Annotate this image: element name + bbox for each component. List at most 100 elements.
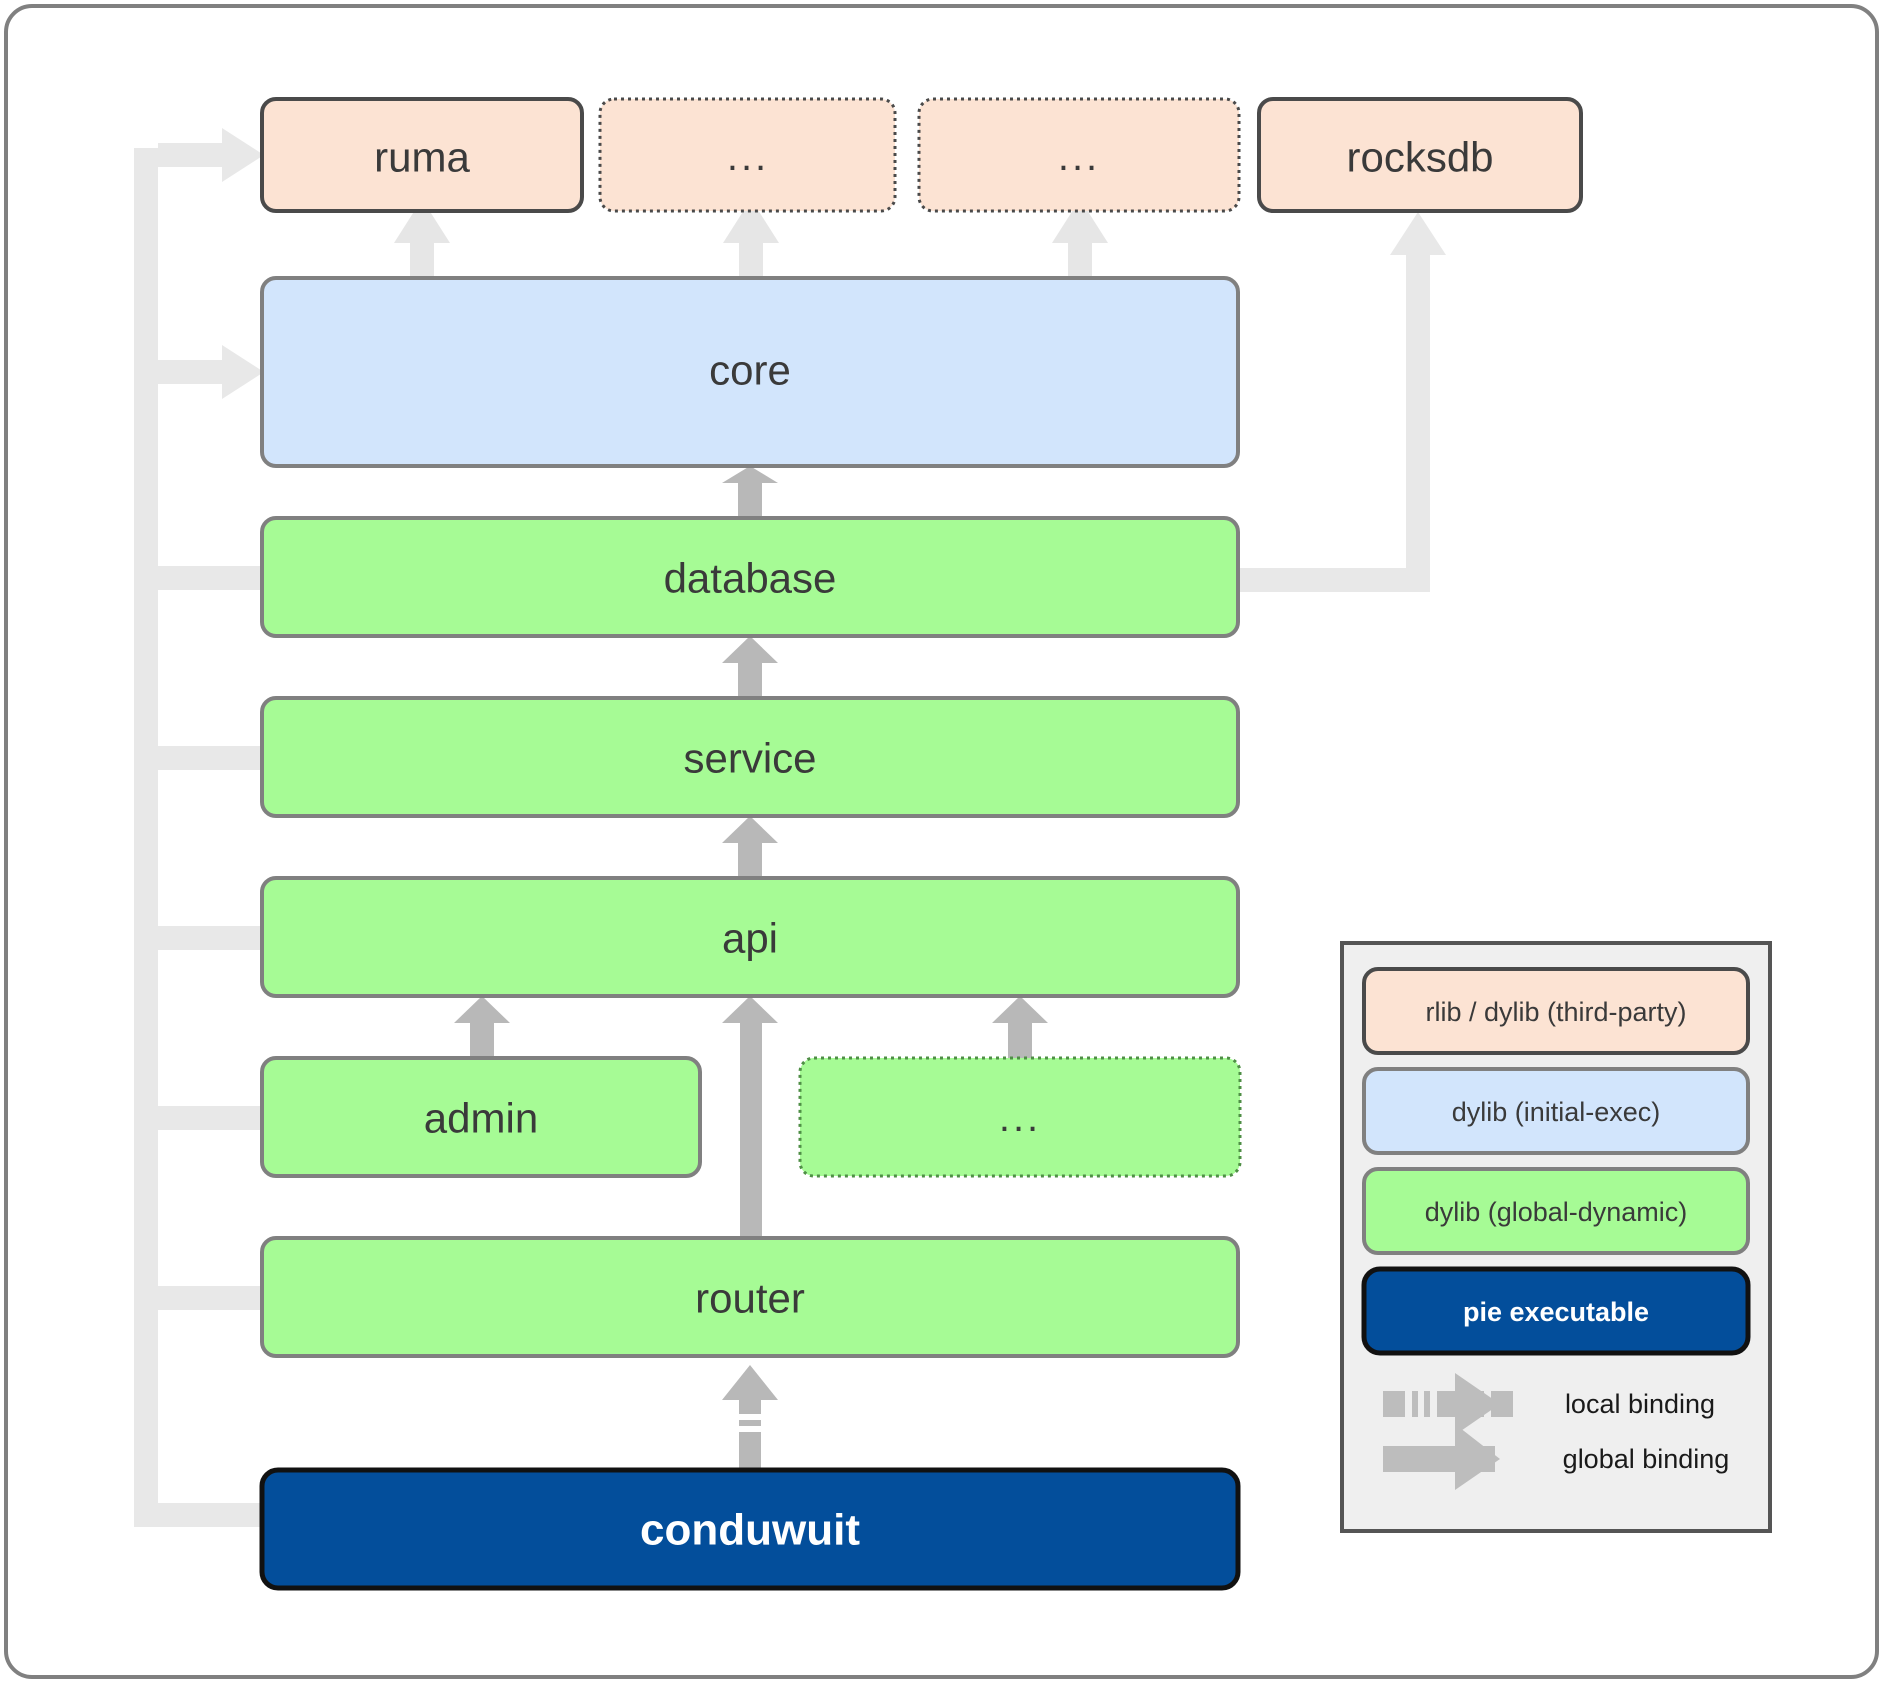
edge-admin-api-arrowhead — [454, 996, 510, 1023]
local-binding-arrow-icon — [1383, 1373, 1513, 1435]
node-router-label: router — [695, 1275, 805, 1322]
local-arrowhead — [1455, 1373, 1500, 1435]
edge-admin-to-api — [454, 996, 510, 1058]
edge-conduwuit-to-router-local — [722, 1365, 778, 1470]
global-arrowhead — [1455, 1424, 1500, 1490]
node-tp2-box[interactable] — [598, 97, 897, 213]
db-rocksdb-vertical — [1406, 255, 1430, 592]
edge-core-to-ruma — [394, 199, 450, 280]
node-core[interactable]: core — [260, 276, 1240, 468]
legend-local-binding-label: local binding — [1565, 1389, 1715, 1419]
node-conduwuit-box[interactable] — [259, 1467, 1241, 1591]
legend-swatch-pie-executable-box — [1361, 1266, 1751, 1356]
node-third-party-placeholder-2[interactable]: ... — [917, 97, 1241, 213]
node-third-party-placeholder-1[interactable]: ... — [598, 97, 897, 213]
branch-service — [158, 746, 270, 770]
edge-svc-db-arrowhead — [722, 636, 778, 663]
node-core-box[interactable] — [260, 276, 1240, 468]
legend-swatch-pie-executable: pie executable — [1361, 1266, 1751, 1356]
edge-extra-to-api — [992, 996, 1048, 1058]
node-global-dynamic-placeholder[interactable]: ... — [798, 1056, 1242, 1178]
node-rocksdb-box[interactable] — [1257, 97, 1583, 213]
node-admin-box[interactable] — [260, 1056, 702, 1178]
edges-vertical-stack — [454, 466, 1048, 1470]
node-ruma-label: ruma — [374, 134, 470, 181]
branch-core-stem — [158, 360, 228, 384]
node-ruma[interactable]: ruma — [260, 97, 584, 213]
node-service[interactable]: service — [260, 696, 1240, 818]
edge-db-core-stem — [738, 480, 762, 518]
edge-database-to-core — [722, 466, 778, 518]
edge-core-tp2-arrowhead — [723, 199, 779, 243]
node-tp3-label: ... — [1058, 135, 1100, 179]
node-admin-label: admin — [424, 1095, 538, 1142]
legend-swatch-pie-executable-label: pie executable — [1463, 1297, 1649, 1327]
edge-router-to-api — [722, 996, 778, 1238]
local-dash-3 — [1424, 1391, 1430, 1417]
node-tp3-box[interactable] — [917, 97, 1241, 213]
edge-router-api-arrowhead — [722, 996, 778, 1023]
legend-swatch-third-party: rlib / dylib (third-party) — [1362, 967, 1750, 1055]
branch-router — [158, 1286, 270, 1310]
global-binding-arrow-icon — [1383, 1424, 1500, 1490]
legend-swatch-global-dynamic-box — [1362, 1167, 1750, 1255]
edge-conduwuit-router-dash-3 — [739, 1432, 761, 1470]
node-database[interactable]: database — [260, 516, 1240, 638]
edge-core-ruma-stem — [410, 240, 434, 280]
node-router-box[interactable] — [260, 1236, 1240, 1358]
node-database-box[interactable] — [260, 516, 1240, 638]
local-dash-7 — [1491, 1391, 1513, 1417]
branch-ruma-stem — [158, 143, 228, 167]
legend-swatch-global-dynamic-label: dylib (global-dynamic) — [1425, 1197, 1688, 1227]
edge-conduwuit-router-dash-2 — [739, 1420, 761, 1426]
edge-svc-db-stem — [738, 660, 762, 698]
edge-extra-api-arrowhead — [992, 996, 1048, 1023]
node-extra-box[interactable] — [798, 1056, 1242, 1178]
edge-core-tp2-stem — [739, 240, 763, 280]
branch-database — [158, 566, 270, 590]
edge-router-api-stem — [740, 1020, 762, 1238]
node-service-label: service — [683, 735, 816, 782]
legend-panel: rlib / dylib (third-party) dylib (initia… — [1340, 941, 1772, 1533]
node-service-box[interactable] — [260, 696, 1240, 818]
edge-db-core-arrowhead — [722, 466, 778, 483]
legend-swatch-initial-exec: dylib (initial-exec) — [1362, 1067, 1750, 1155]
edge-api-svc-stem — [738, 840, 762, 878]
local-dash-1 — [1383, 1391, 1405, 1417]
node-database-label: database — [664, 555, 837, 602]
node-ruma-box[interactable] — [260, 97, 584, 213]
legend-swatch-global-dynamic: dylib (global-dynamic) — [1362, 1167, 1750, 1255]
node-router[interactable]: router — [260, 1236, 1240, 1358]
node-admin[interactable]: admin — [260, 1056, 702, 1178]
branch-core-arrowhead — [222, 345, 264, 399]
legend-global-binding-label: global binding — [1563, 1444, 1730, 1474]
node-api[interactable]: api — [260, 876, 1240, 998]
db-rocksdb-horizontal — [1238, 568, 1430, 592]
branch-ruma-arrowhead — [222, 128, 264, 182]
node-api-label: api — [722, 915, 778, 962]
legend-swatch-initial-exec-box — [1362, 1067, 1750, 1155]
edge-core-tp3-arrowhead — [1052, 199, 1108, 243]
edges-core-to-third-party — [394, 199, 1108, 280]
edge-core-to-tp3 — [1052, 199, 1108, 280]
edge-database-to-rocksdb — [1238, 212, 1446, 592]
trunk-vertical — [134, 148, 158, 1527]
db-rocksdb-arrowhead — [1390, 212, 1446, 255]
node-api-box[interactable] — [260, 876, 1240, 998]
legend-swatch-third-party-box — [1362, 967, 1750, 1055]
edge-api-svc-arrowhead — [722, 816, 778, 843]
node-rocksdb-label: rocksdb — [1346, 134, 1493, 181]
node-conduwuit[interactable]: conduwuit — [259, 1467, 1241, 1591]
edge-conduwuit-router-arrowhead — [722, 1365, 778, 1400]
node-core-label: core — [709, 347, 791, 394]
edge-core-ruma-arrowhead — [394, 199, 450, 243]
node-extra-label: ... — [999, 1096, 1041, 1140]
branch-admin — [158, 1106, 270, 1130]
local-dash-2 — [1412, 1391, 1418, 1417]
node-rocksdb[interactable]: rocksdb — [1257, 97, 1583, 213]
edge-admin-api-stem — [470, 1020, 494, 1058]
edge-conduwuit-router-dash-1 — [739, 1400, 761, 1414]
edge-core-tp3-stem — [1068, 240, 1092, 280]
